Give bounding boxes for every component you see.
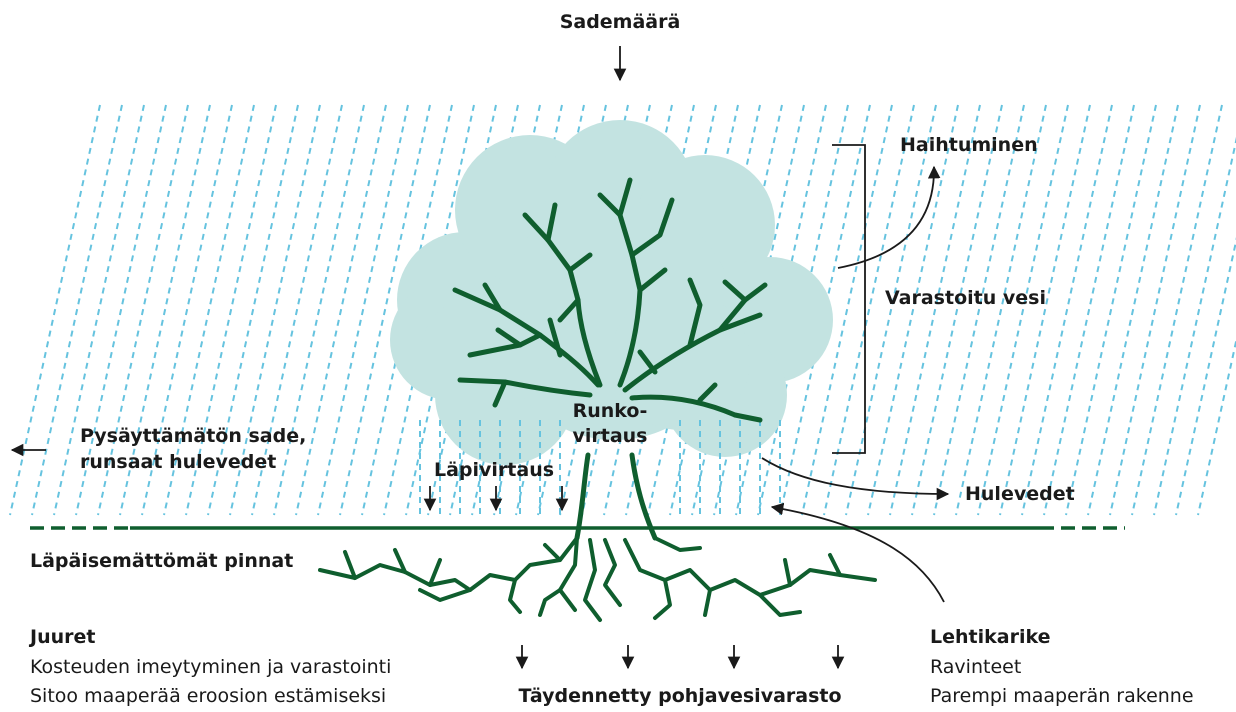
rain-streak — [889, 104, 981, 516]
rain-streak — [9, 104, 101, 516]
rain-streak — [273, 104, 365, 516]
rain-streak — [163, 104, 255, 516]
rain-streak — [1021, 104, 1113, 516]
roots-line-2: Sitoo maaperää eroosion estämiseksi — [30, 685, 387, 707]
rain-streak — [1153, 136, 1236, 516]
rain-streak — [1087, 104, 1179, 516]
rain-streak — [955, 104, 1047, 516]
throughfall-label: Läpivirtaus — [434, 459, 555, 481]
impervious-surfaces-label: Läpäisemättömät pinnat — [30, 550, 294, 572]
rain-streak — [185, 104, 277, 516]
rain-streak — [823, 104, 915, 516]
tree-canopy — [390, 120, 833, 465]
rain-streak — [1131, 104, 1223, 516]
rain-streak — [1065, 104, 1157, 516]
throughfall-streaks — [419, 420, 781, 515]
tree-roots — [318, 536, 877, 622]
rain-streak — [141, 104, 233, 516]
stored-water-label: Varastoitu vesi — [885, 287, 1046, 309]
stored-water-bracket — [832, 144, 866, 454]
rain-streak — [31, 104, 123, 516]
uncaught-rain-label-line2: runsaat hulevedet — [80, 451, 277, 473]
evaporation-arrow-icon — [837, 165, 941, 269]
stemflow-label-line1: Runko- — [572, 400, 648, 422]
leaf-litter-arrow-icon — [770, 502, 945, 603]
leaf-litter-line-1: Ravinteet — [930, 656, 1022, 678]
tree-trunk-and-branches — [452, 177, 768, 541]
rain-streak — [97, 104, 189, 516]
rain-streak — [339, 104, 431, 516]
stormwater-arrow-icon — [761, 457, 950, 501]
roots-title: Juuret — [30, 626, 96, 648]
rain-streak — [1197, 337, 1236, 516]
rain-streak — [53, 104, 145, 516]
rain-streak — [845, 104, 937, 516]
rain-streak — [75, 104, 167, 516]
arrows — [10, 46, 950, 670]
rain-streak — [999, 104, 1091, 516]
rain-streak — [1109, 104, 1201, 516]
rain-streak — [1175, 237, 1236, 516]
rain-streak — [933, 104, 1025, 516]
rain-streak — [295, 104, 387, 516]
rain-streak — [207, 104, 299, 516]
stormwater-label: Hulevedet — [965, 483, 1075, 505]
rain-streak — [977, 104, 1069, 516]
rain-streak — [119, 104, 211, 516]
rain-streak — [317, 104, 409, 516]
leaf-litter-line-2: Parempi maaperän rakenne — [930, 685, 1194, 707]
uncaught-rain-label-line1: Pysäyttämätön sade, — [80, 425, 307, 447]
stemflow-label-line2: virtaus — [572, 425, 648, 447]
evaporation-label: Haihtuminen — [900, 134, 1038, 156]
rain-streak — [251, 104, 343, 516]
rain-streak — [911, 104, 1003, 516]
rain-streak — [1043, 104, 1135, 516]
roots-line-1: Kosteuden imeytyminen ja varastointi — [30, 656, 392, 678]
rain-streak — [867, 104, 959, 516]
groundwater-label: Täydennetty pohjavesivarasto — [518, 685, 842, 707]
rain-streak — [229, 104, 321, 516]
rain-streak — [801, 104, 893, 516]
leaf-litter-title: Lehtikarike — [930, 626, 1051, 648]
rainfall-label: Sademäärä — [559, 11, 681, 33]
